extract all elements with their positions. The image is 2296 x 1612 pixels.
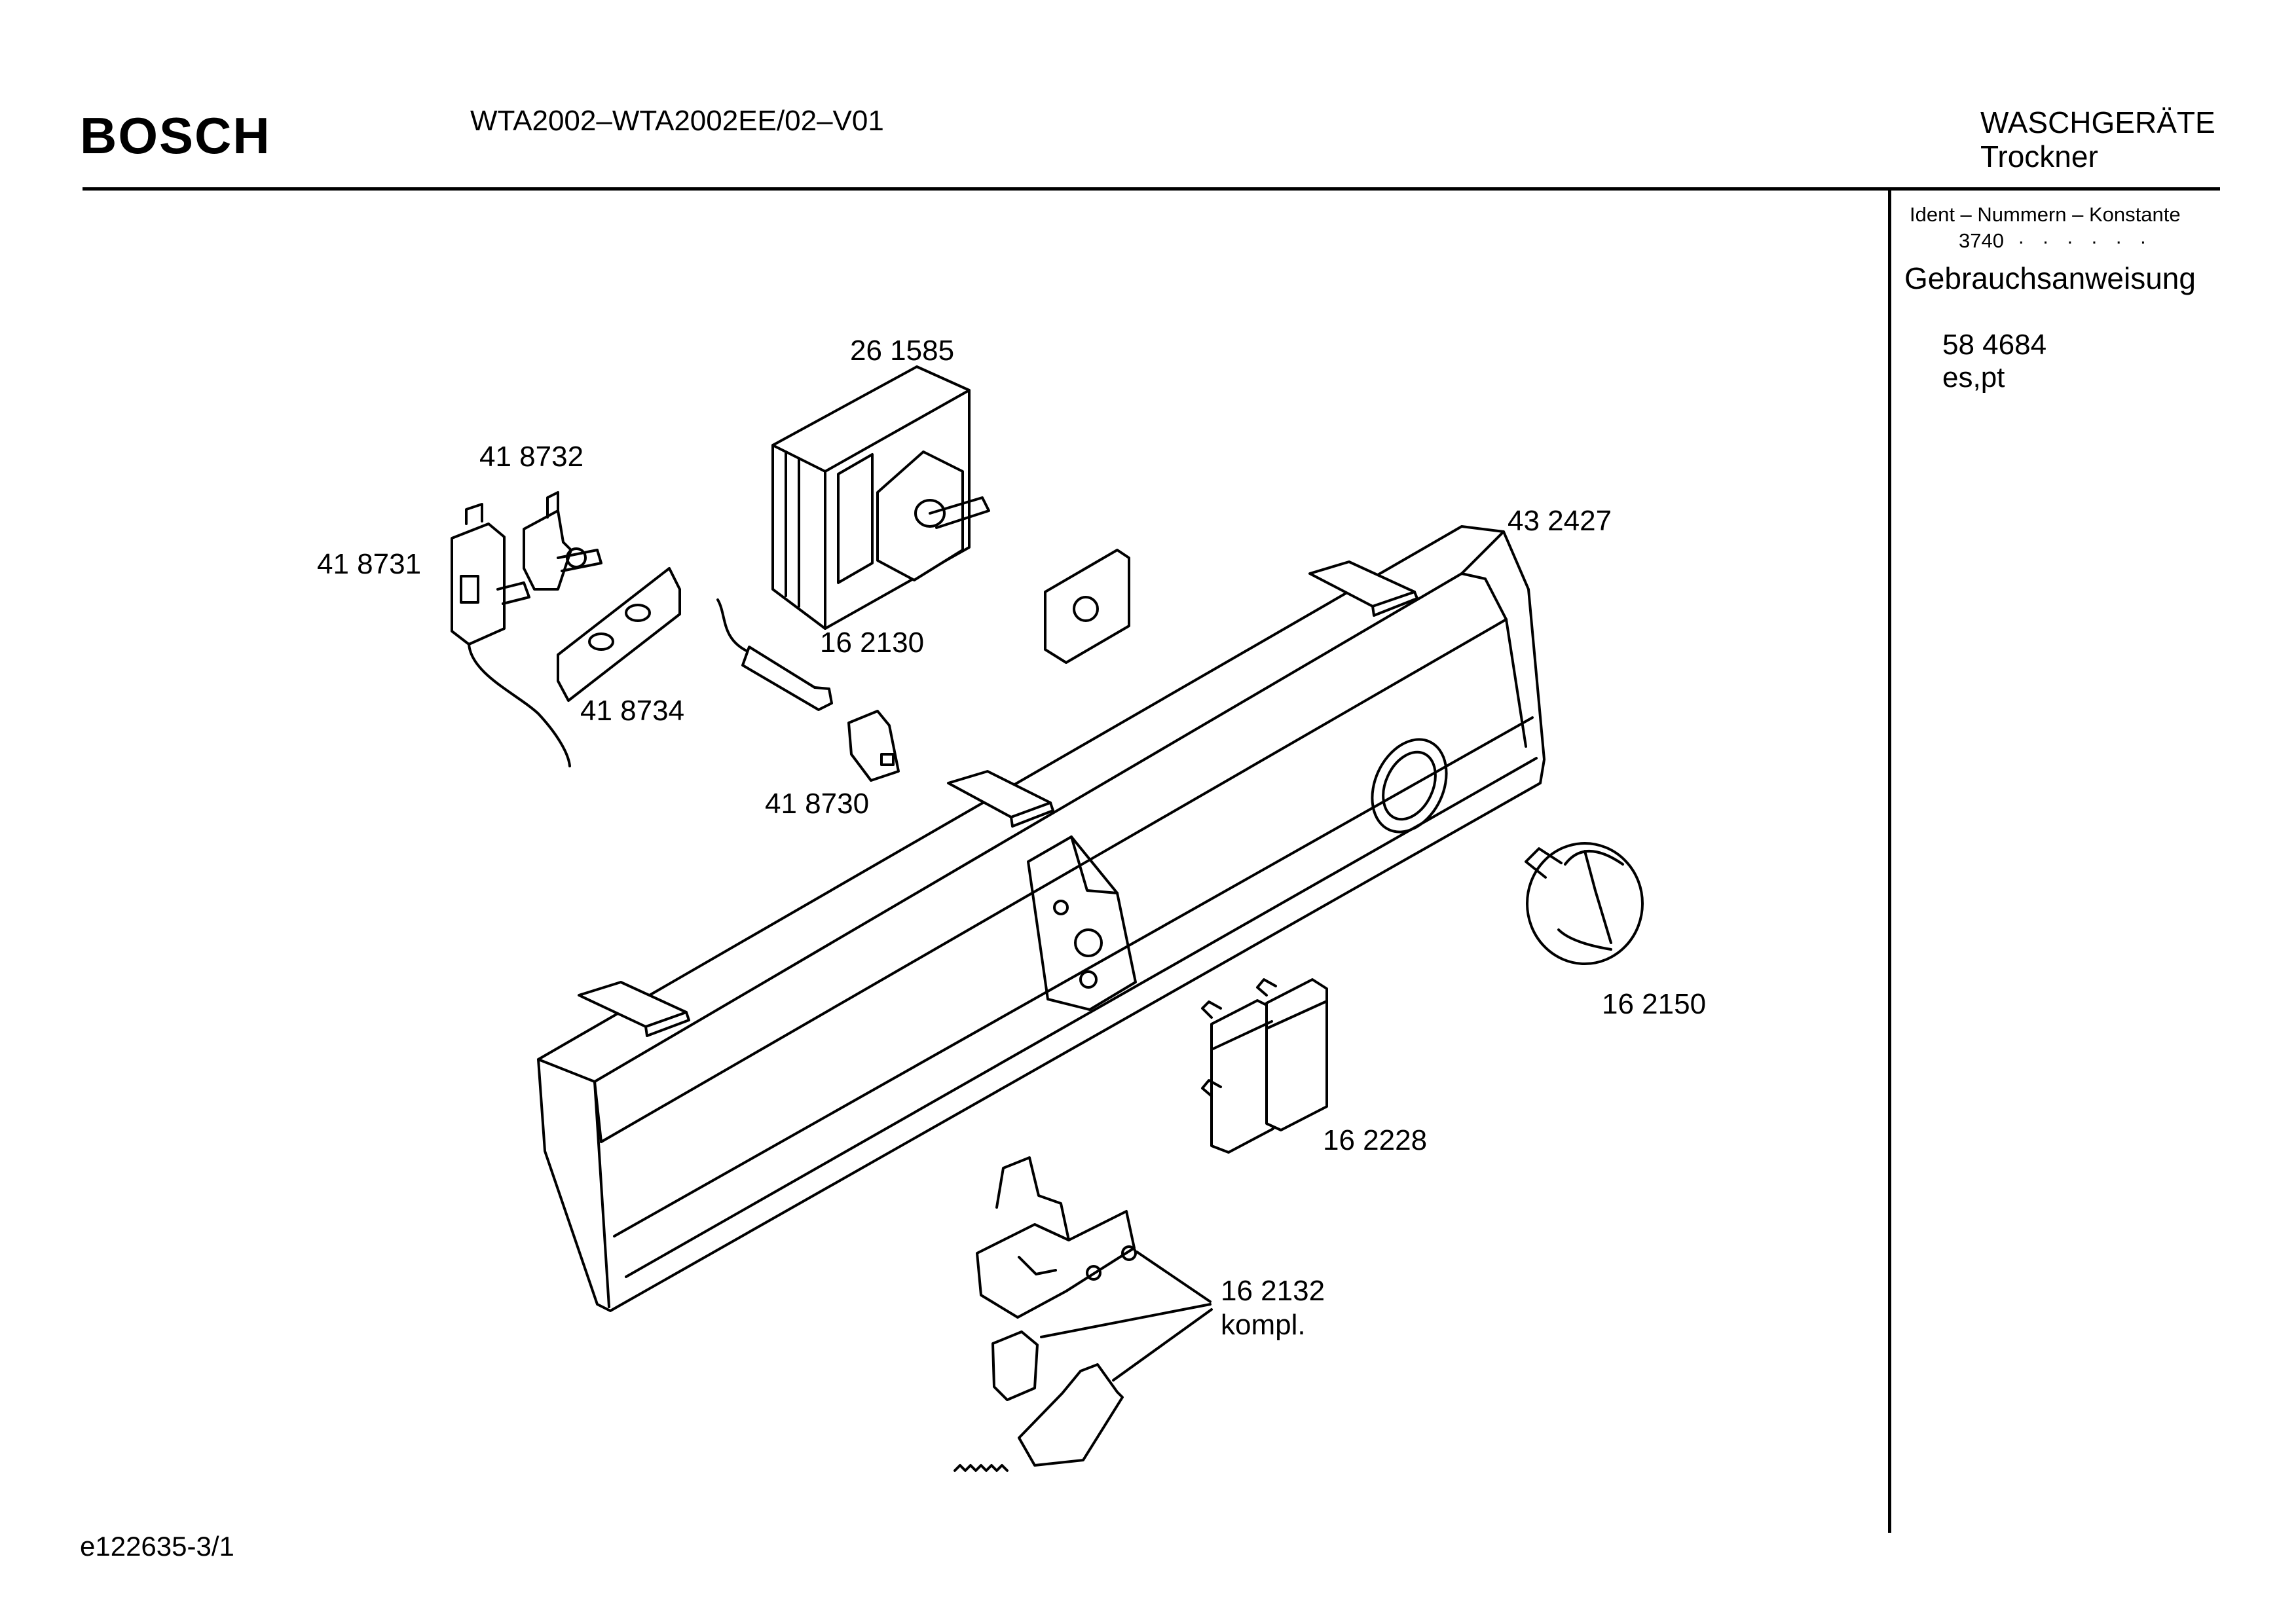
label-162150: 16 2150	[1602, 988, 1706, 1020]
temperature-probe	[716, 598, 833, 711]
control-panel-fascia	[537, 525, 1546, 1312]
timer-unit	[771, 365, 990, 630]
label-162228: 16 2228	[1323, 1124, 1427, 1156]
label-162130: 16 2130	[820, 627, 924, 659]
label-418731: 41 8731	[317, 548, 421, 580]
sidebar-divider	[1888, 191, 1891, 1533]
label-418734: 41 8734	[580, 695, 684, 727]
manual-languages: es,pt	[1942, 361, 2005, 394]
label-162132-note: kompl.	[1221, 1309, 1306, 1341]
mounting-plate	[557, 567, 681, 702]
push-buttons	[1201, 978, 1328, 1154]
thermostat-sensor	[523, 491, 602, 591]
label-432427: 43 2427	[1508, 505, 1612, 537]
category-subtitle: Trockner	[1980, 139, 2098, 174]
ident-heading: Ident – Nummern – Konstante	[1910, 203, 2181, 226]
label-261585: 26 1585	[850, 335, 954, 367]
gas-valve-switch	[451, 503, 571, 767]
door-switch-assembly	[954, 1156, 1213, 1472]
control-knob	[1525, 842, 1644, 965]
ident-value: 3740	[1959, 229, 2004, 252]
label-418732: 41 8732	[479, 441, 583, 473]
timer-bracket	[1044, 549, 1130, 664]
drawing-id: e122635-3/1	[80, 1531, 234, 1562]
category-title: WASCHGERÄTE	[1980, 105, 2215, 139]
model-number: WTA2002–WTA2002EE/02–V01	[470, 105, 884, 137]
label-418730: 41 8730	[765, 788, 869, 820]
bosch-logo: BOSCH	[80, 107, 271, 164]
ident-dots: . . . . . .	[2018, 225, 2153, 248]
label-162132: 16 2132	[1221, 1275, 1325, 1307]
manual-heading: Gebrauchsanweisung	[1904, 261, 2196, 295]
header-divider	[83, 187, 2220, 191]
manual-number: 58 4684	[1942, 329, 2047, 361]
probe-clip	[847, 710, 900, 782]
